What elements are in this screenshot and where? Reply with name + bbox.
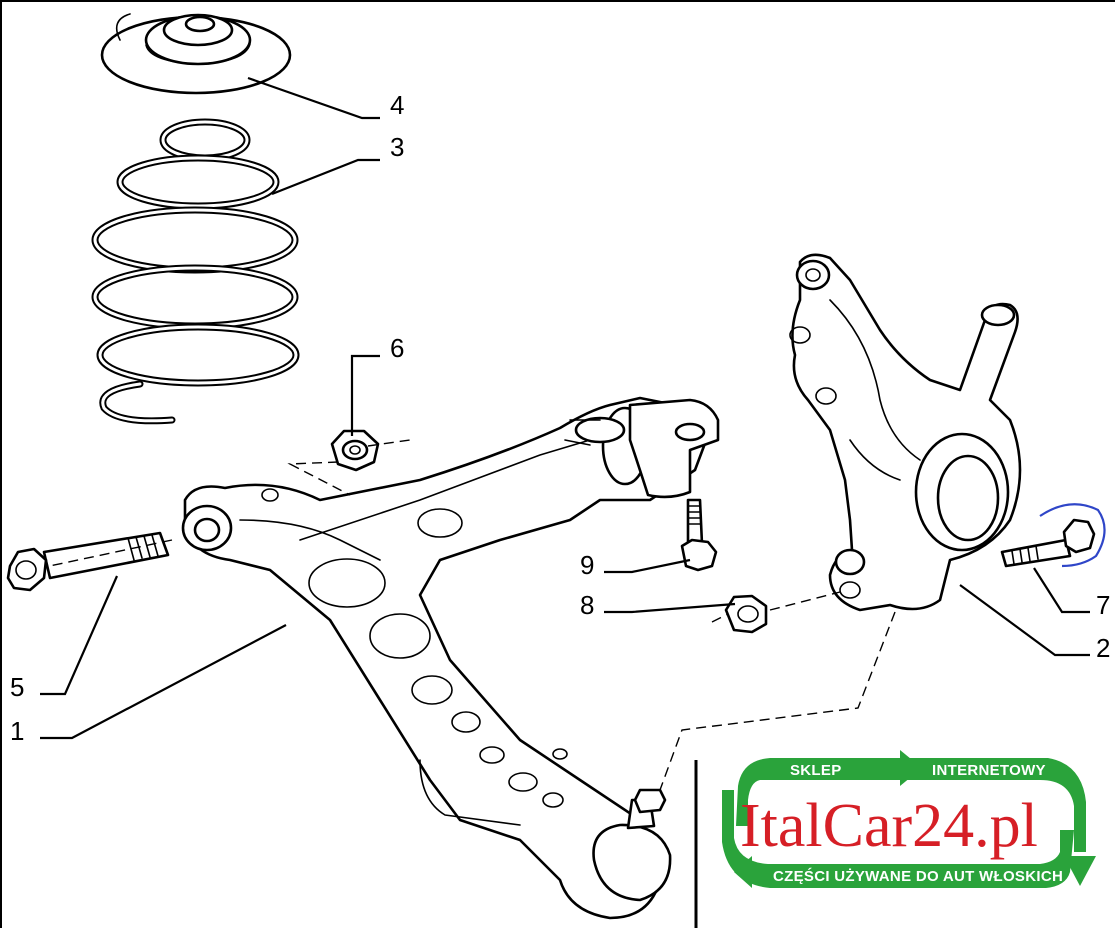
arm-nut — [330, 429, 380, 472]
brand-name: ItalCar24.pl — [740, 792, 1038, 860]
callout-6: 6 — [390, 333, 404, 363]
right-arrow-tip — [1064, 856, 1096, 886]
banner-top-right: INTERNETOWY — [932, 762, 1046, 779]
banner-bottom: CZĘŚCI UŻYWANE DO AUT WŁOSKICH — [773, 867, 1063, 885]
callout-9: 9 — [580, 550, 594, 580]
callout-7: 7 — [1096, 590, 1110, 620]
callout-5: 5 — [10, 672, 24, 702]
callout-1: 1 — [10, 716, 24, 746]
steering-knuckle — [789, 253, 1022, 612]
spring-seat — [100, 13, 292, 95]
callout-3: 3 — [390, 132, 404, 162]
bottom-arrow-banner — [722, 790, 1074, 888]
coil-spring — [91, 118, 300, 425]
callout-8: 8 — [580, 590, 594, 620]
lower-control-arm — [181, 396, 720, 920]
callout-2: 2 — [1096, 633, 1110, 663]
assembly-lines — [44, 439, 896, 791]
leader-lines — [40, 76, 1090, 740]
bushing-bolt — [680, 498, 718, 572]
knuckle-bolt — [1000, 503, 1106, 568]
arm-bolt — [6, 531, 170, 592]
italcar-logo: SKLEP INTERNETOWY CZĘŚCI UŻYWANE DO AUT … — [722, 750, 1096, 888]
callout-4: 4 — [390, 90, 404, 120]
bottom-arrow-tip — [734, 856, 752, 888]
highlight-ring — [1039, 503, 1106, 568]
top-arrow-tip — [900, 750, 922, 786]
knuckle-nut — [724, 594, 768, 634]
banner-top-left: SKLEP — [790, 762, 842, 779]
callout-labels: 4 3 6 5 1 9 8 7 2 — [10, 90, 1110, 746]
